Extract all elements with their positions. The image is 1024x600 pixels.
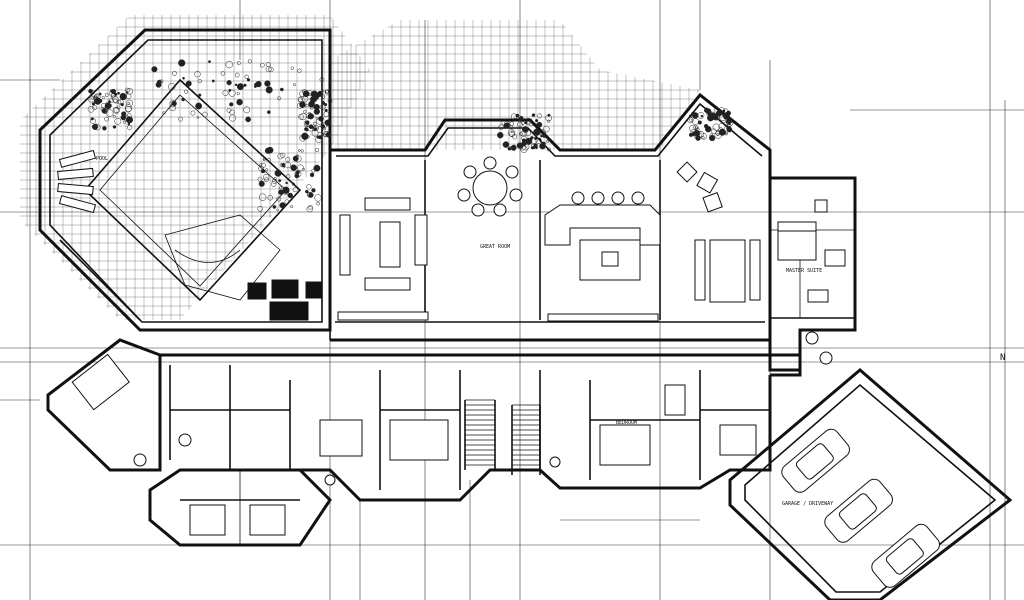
north-marker: N: [1000, 353, 1005, 363]
master-suite-label: MASTER SUITE: [786, 268, 822, 274]
bedroom-furniture: [71, 353, 757, 536]
room-labels: POOL GREAT ROOM MASTER SUITE BEDROOM GAR…: [96, 156, 1005, 507]
great-room-label: GREAT ROOM: [480, 244, 510, 250]
deck-chairs: [247, 279, 323, 321]
master-suite-furniture: [777, 199, 846, 365]
pool: [83, 78, 302, 302]
sun-loungers: [57, 149, 97, 214]
planting-areas: [87, 59, 734, 213]
bedroom-label: BEDROOM: [616, 420, 637, 426]
great-room-furniture: [337, 156, 761, 322]
garage-label: GARAGE / DRIVEWAY: [782, 501, 833, 507]
garage-cars: [781, 428, 940, 588]
pool-label: POOL: [96, 156, 108, 162]
interior-walls: [59, 150, 855, 545]
